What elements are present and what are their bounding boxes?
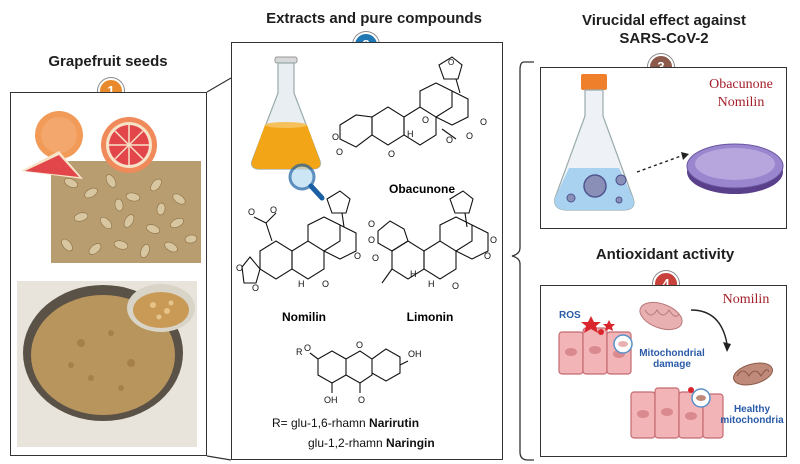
virucidal-illustration (554, 74, 784, 211)
svg-text:O: O (336, 147, 343, 157)
svg-text:O: O (490, 235, 497, 245)
antioxidant-illustration (558, 301, 773, 439)
svg-text:R: R (296, 347, 303, 357)
svg-text:O: O (372, 253, 379, 263)
virucidal-compound-obacunone: Obacunone (709, 77, 773, 92)
limonin-label: Limonin (407, 310, 454, 324)
limonin-atoms: OO HO OO H (368, 219, 497, 291)
svg-text:H: H (428, 279, 435, 289)
svg-text:O: O (484, 251, 491, 261)
seeds-title: Grapefruit seeds (48, 53, 168, 70)
svg-text:O: O (466, 131, 473, 141)
svg-text:H: H (410, 269, 417, 279)
seeds-illustration (17, 111, 201, 447)
svg-text:O: O (304, 343, 311, 353)
extracts-title: Extracts and pure compounds (266, 10, 482, 27)
ros-burst-icon (581, 316, 615, 335)
antioxidant-compound: Nomilin (722, 292, 770, 307)
damaged-mitochondria-icon (613, 301, 683, 354)
svg-text:O: O (356, 340, 363, 350)
svg-text:O: O (422, 115, 429, 125)
virucidal-panel: Obacunone Nomilin (540, 67, 787, 229)
healthy-mitochondria-icon (733, 362, 773, 386)
flavanone-caption: R= glu-1,6-rhamn Narirutin glu-1,2-rhamn… (272, 416, 435, 450)
svg-text:O: O (480, 117, 487, 127)
extracts-illustration: O OO OO HO OO Obacunone (236, 56, 497, 450)
petri-dish-icon (686, 143, 784, 194)
svg-text:O: O (248, 207, 255, 217)
flask-cap-icon (581, 74, 607, 90)
healthy-mitochondria-label: Healthy mitochondria (720, 404, 784, 426)
svg-text:O: O (368, 219, 375, 229)
antioxidant-title: Antioxidant activity (595, 246, 735, 263)
svg-text:O: O (448, 58, 454, 67)
svg-text:O: O (252, 283, 259, 293)
svg-text:O: O (332, 132, 339, 142)
svg-text:H: H (407, 129, 414, 139)
flavanone-r2-text: glu-1,2-rhamn (308, 436, 386, 450)
narirutin-label: Narirutin (369, 416, 419, 430)
svg-text:OH: OH (408, 349, 422, 359)
curve-arrow-icon (723, 342, 731, 352)
virucidal-compound-nomilin: Nomilin (717, 95, 765, 110)
virus-particles-icon (566, 174, 627, 204)
svg-text:O: O (446, 135, 453, 145)
svg-text:R= glu-1,6-rhamn Narirutin: R= glu-1,6-rhamn Narirutin (272, 416, 419, 430)
svg-text:O: O (354, 251, 361, 261)
arrow-icon (681, 152, 689, 160)
naringin-label: Naringin (386, 436, 435, 450)
svg-text:H: H (298, 279, 305, 289)
virucidal-compounds: Obacunone Nomilin (701, 76, 781, 112)
svg-text:O: O (236, 263, 243, 273)
svg-text:O: O (270, 205, 277, 215)
limonin-structure (377, 190, 489, 284)
obacunone-structure: O (339, 56, 469, 148)
svg-text:glu-1,2-rhamn Naringin: glu-1,2-rhamn Naringin (308, 436, 435, 450)
nomilin-structure (241, 190, 357, 284)
svg-text:O: O (368, 235, 375, 245)
mito-damage-label: Mitochondrial damage (639, 348, 705, 370)
virucidal-title-line2: SARS-CoV-2 (619, 30, 709, 47)
obacunone-label: Obacunone (389, 182, 455, 196)
antioxidant-panel: Nomilin ROS Mitochondrial damage Healthy… (540, 285, 787, 457)
svg-text:O: O (388, 149, 395, 159)
svg-text:O: O (452, 281, 459, 291)
virucidal-title-line1: Virucidal effect against (582, 12, 746, 29)
obacunone-atoms: OO OO HO OO (332, 115, 487, 159)
flavanone-r-text: R= glu-1,6-rhamn (272, 416, 369, 430)
svg-text:O: O (358, 395, 365, 405)
virucidal-title: Virucidal effect against SARS-CoV-2 (548, 12, 780, 48)
seeds-panel (10, 92, 207, 456)
nomilin-atoms: OO OO HO OO (236, 205, 375, 293)
extract-flask-icon (251, 56, 325, 201)
ros-label: ROS (559, 310, 581, 321)
svg-text:OH: OH (324, 395, 338, 405)
nomilin-label: Nomilin (282, 310, 326, 324)
svg-text:O: O (322, 279, 329, 289)
flavanone-structure (309, 348, 409, 393)
